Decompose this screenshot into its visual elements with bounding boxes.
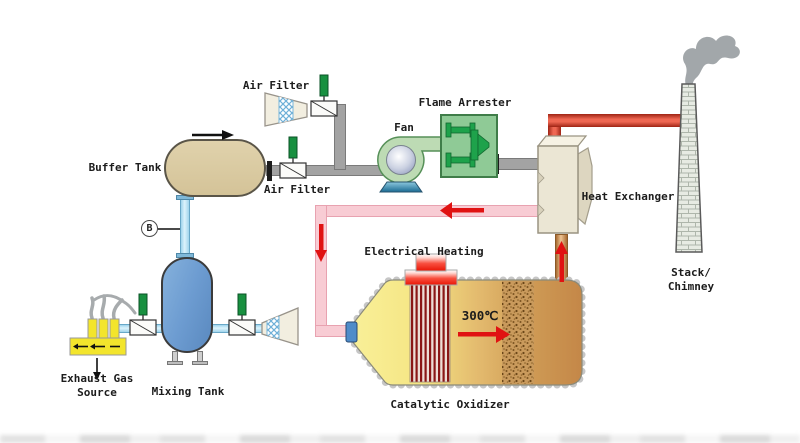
heat-exchanger [536, 135, 593, 234]
flow-arrow-down [315, 224, 327, 262]
label-pointer-arrowhead [93, 372, 101, 380]
heater-rods [409, 283, 451, 383]
buffer-tank [164, 139, 266, 197]
flame-arrester [440, 114, 498, 178]
label-fan: Fan [394, 121, 414, 134]
mixing-tank-foot [192, 361, 208, 365]
label-exhaust-line2: Source [77, 386, 117, 399]
air-filter-top-funnel [264, 92, 308, 127]
label-electrical-heating: Electrical Heating [364, 245, 484, 258]
flow-arrow-left [440, 202, 484, 219]
pipe-airfilter-down [334, 104, 346, 170]
flow-arrow-up [555, 241, 568, 282]
valve-exhaust-inlet [129, 293, 157, 336]
fan-pedestal [379, 181, 423, 193]
valve-buffer-outlet [279, 136, 307, 179]
bottom-artifact-strip [0, 435, 800, 443]
mixing-tank [161, 257, 213, 353]
label-air-filter-main: Air Filter [263, 183, 331, 196]
heater-block [415, 253, 447, 272]
chimney-smoke [683, 35, 740, 90]
source-smoke [89, 294, 137, 320]
valve-mixing-air-inlet [228, 293, 256, 336]
catalyst-bed [502, 281, 534, 384]
label-catalytic-oxidizer: Catalytic Oxidizer [390, 398, 510, 411]
label-buffer-tank: Buffer Tank [88, 161, 162, 174]
label-mixing-tank: Mixing Tank [151, 385, 225, 398]
label-exhaust-gas-source: Exhaust Gas Source [47, 372, 147, 400]
label-temperature: 300℃ [461, 308, 499, 323]
mixing-tank-foot [167, 361, 183, 365]
source-stack [109, 318, 120, 339]
valve-handle [288, 136, 298, 159]
flow-direction-arrow [192, 130, 234, 140]
pipe-hx-return-horizontal [315, 205, 540, 217]
exhaust-gas-source [69, 294, 137, 380]
label-stack-line2: Chimney [667, 280, 715, 293]
arrester-internals [445, 122, 490, 168]
flow-arrow-right-300 [458, 326, 510, 343]
valve-air-filter-top [310, 74, 338, 117]
valve-handle [237, 293, 247, 316]
label-stack-chimney: Stack/ Chimney [641, 266, 741, 294]
pipe-mixing-to-buffer [180, 198, 190, 256]
label-heat-exchanger: Heat Exchanger [581, 190, 675, 203]
fan-blower [377, 136, 445, 193]
label-exhaust-line1: Exhaust Gas [60, 372, 134, 385]
source-stack [98, 318, 109, 339]
mixing-air-filter-funnel [261, 307, 299, 346]
inlet-connector [345, 321, 358, 343]
label-air-filter-top: Air Filter [242, 79, 310, 92]
flange-buffer-outlet [267, 161, 272, 181]
gauge-b: B [141, 220, 158, 237]
label-flame-arrester: Flame Arrester [418, 96, 512, 109]
fan-impeller [386, 145, 416, 175]
pipe-hx-to-stack-horizontal [548, 114, 684, 127]
smoke-plume [683, 35, 740, 90]
label-stack-line1: Stack/ [671, 266, 711, 279]
source-flow-marks [73, 343, 120, 350]
source-stack [87, 318, 98, 339]
gauge-connector-line [158, 228, 180, 230]
heater-flange [404, 269, 458, 286]
stack-chimney [675, 83, 703, 253]
